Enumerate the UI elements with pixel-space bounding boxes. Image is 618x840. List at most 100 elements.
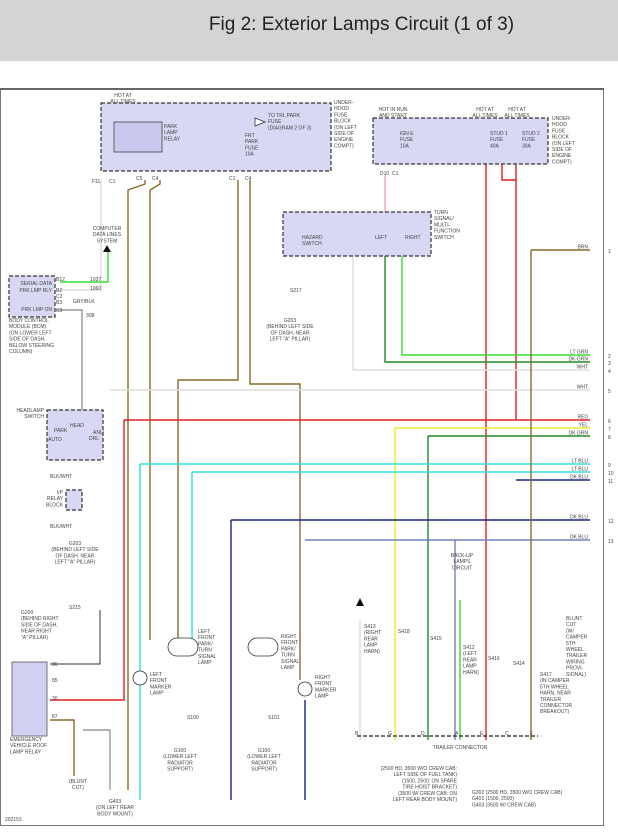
right-front-park-label: PARK/ — [281, 646, 296, 652]
computer-data-lines-label: COMPUTER — [93, 226, 122, 232]
frt-park-fuse-label: FRT — [245, 133, 255, 139]
left-front-park-label: LAMP — [198, 660, 212, 666]
park-lamp-relay-label: PARK — [164, 124, 178, 130]
s217-label: S217 — [290, 288, 302, 294]
ground-note-left: (3500 W/ CREW CAB: ON — [398, 791, 457, 797]
g203-label: G203 — [69, 541, 81, 547]
g100-label: SUPPORT) — [251, 767, 277, 773]
blunt-cut-camper-label: WIRING — [566, 659, 585, 665]
blunt-cut-camper-label: (W/ — [566, 628, 574, 634]
ip-relay-block — [65, 489, 83, 511]
bcm-label: (ON LOWER LEFT — [9, 330, 52, 336]
s412-label: (LEFT — [463, 651, 477, 657]
right-wire-color: DK BLU — [570, 515, 588, 521]
hot-label: HOT IN RUN — [378, 107, 407, 113]
left-front-marker-label: FRONT — [150, 678, 167, 684]
blunt-cut-camper-label: SIONAL) — [566, 672, 586, 678]
g203-label: (BEHIND LEFT SIDE — [266, 324, 314, 330]
blunt-cut-camper-label: TRAILER — [566, 653, 588, 659]
connector-label: 308 — [86, 313, 95, 319]
connector-label: C1 — [392, 171, 399, 177]
right-wire-number: 9 — [608, 463, 611, 469]
g203-label: OF DASH, NEAR — [56, 553, 95, 559]
connector-label: 85 — [52, 678, 58, 684]
wire-gry-blk — [56, 309, 83, 410]
frt-park-fuse-label: FUSE — [245, 145, 259, 151]
s417-label: BREAKOUT) — [540, 709, 570, 715]
right-front-park-label: SIGNAL — [281, 659, 300, 665]
right-wire-color: BRN — [577, 245, 588, 251]
turn-signal-label: MULTI- — [434, 222, 451, 228]
bcm-pin-label: PRK LMP RLY — [19, 288, 52, 294]
ign-e-fuse-label: 10A — [400, 143, 410, 149]
frt-park-fuse-label: PARK — [245, 139, 259, 145]
right-wire-color: LT BLU — [572, 459, 589, 465]
connector-label: S415 — [430, 636, 442, 642]
trl-park-fuse-label: TO TRL PARK — [268, 113, 301, 119]
connector-label: B2 — [56, 288, 62, 294]
right-wire-color: RED — [577, 415, 588, 421]
park-lamp-relay-label: RELAY — [164, 136, 181, 142]
s417-label: (IN CAMPER — [540, 678, 570, 684]
ground-note-left: LEFT REAR BODY MOUNT) — [393, 797, 458, 803]
right-wire-number: 7 — [608, 427, 611, 433]
right-wire-number: 1 — [608, 249, 611, 255]
frt-park-fuse-label: 10A — [245, 152, 255, 158]
bcm-label: SIDE OF DASH, — [9, 337, 46, 343]
right-wire-color: LT GRN — [570, 350, 588, 356]
right-front-marker-label: LAMP — [315, 694, 329, 700]
park-lamp-relay-label: LAMP — [164, 130, 178, 136]
stud2-fuse-label: 30A — [522, 143, 532, 149]
right-front-park-label: TURN — [281, 653, 295, 659]
left-front-park-label: PARK/ — [198, 641, 213, 647]
g200-label: G200 — [21, 610, 33, 616]
turn-signal-switch — [282, 211, 432, 257]
stud1-fuse-label: 40A — [490, 143, 500, 149]
trailer-pin-label: G — [388, 731, 392, 737]
right-front-park-lamp-icon — [247, 637, 279, 657]
trailer-pin-label: D — [421, 731, 425, 737]
connector-label: 86 — [52, 662, 58, 668]
g200-label: "A" PILLAR) — [21, 635, 49, 641]
g100-label: G100 — [258, 748, 270, 754]
wire-brn — [149, 180, 161, 640]
ign-e-fuse-label: IGN E — [400, 131, 414, 137]
right-wire-number: 8 — [608, 435, 611, 441]
right-front-marker-label: FRONT — [315, 681, 332, 687]
g200-label: NEAR RIGHT — [21, 629, 52, 635]
right-wire-color: DK BLU — [570, 475, 588, 481]
s215-label: S215 — [69, 605, 81, 611]
fuse-block-label: BLOCK — [552, 135, 570, 141]
trl-park-fuse-label: FUSE — [268, 119, 282, 125]
g100-label: G100 — [174, 748, 186, 754]
arrow-up-icon — [356, 598, 364, 606]
emergency-relay-label: VEHICLE ROOF — [10, 743, 47, 749]
ground-note-left: LEFT SIDE OF FUEL TANK) — [394, 772, 458, 778]
backup-lamps-label: BACK-UP — [451, 553, 474, 559]
trailer-pin-label: F — [530, 731, 533, 737]
turn-signal-label: FUNCTION — [434, 229, 460, 235]
right-front-park-label: RIGHT — [281, 634, 297, 640]
fuse-block-label: UNDER- — [334, 100, 354, 106]
blunt-cut-camper-label: PROVI- — [566, 666, 584, 672]
right-wire-number: 12 — [608, 519, 614, 525]
right-wire-number: 2 — [608, 354, 611, 360]
g100-label: SUPPORT) — [167, 767, 193, 773]
backup-lamps-label: CIRCUIT — [452, 565, 472, 571]
connector-label: C5 — [136, 176, 143, 182]
switch-position: DRL — [89, 436, 99, 442]
s417-label: HARN, NEAR — [540, 691, 571, 697]
left-front-marker-label: MARKER — [150, 684, 172, 690]
ground-note-left: TIRE HOIST BRACKET) — [402, 785, 457, 791]
connector-label: S416 — [488, 656, 500, 662]
connector-label: 1060 — [90, 286, 101, 292]
s417-label: S417 — [540, 672, 552, 678]
right-wire-number: 4 — [608, 369, 611, 375]
g203-label: LEFT "A" PILLAR) — [270, 337, 311, 343]
connector-label: C1 — [109, 179, 116, 185]
trailer-pin-label: E — [480, 731, 484, 737]
left-label: LEFT — [375, 235, 387, 241]
fuse-block-label: COMPT) — [552, 159, 572, 165]
left-front-marker-label: LAMP — [150, 691, 164, 697]
wire-red — [501, 164, 517, 420]
